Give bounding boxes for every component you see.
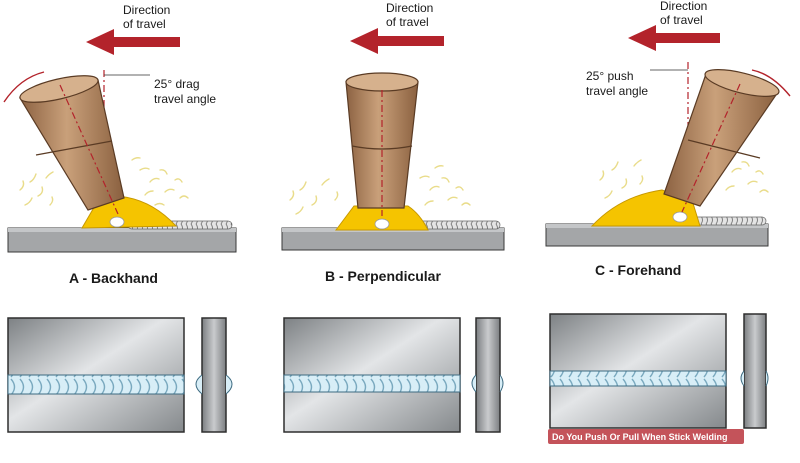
watermark: Do You Push Or Pull When Stick Welding: [548, 429, 744, 444]
angle-label-line1: 25° push: [586, 69, 634, 83]
plate-cross-section: [743, 313, 767, 429]
angle-label-line2: travel angle: [154, 92, 216, 106]
panel-backhand: Direction of travel 25° drag travel angl…: [3, 3, 237, 286]
spatter-icon: [19, 157, 189, 206]
spatter-icon: [599, 157, 769, 199]
watermark-text: Do You Push Or Pull When Stick Welding: [552, 432, 728, 442]
direction-label-line2: of travel: [123, 17, 166, 31]
direction-label-line1: Direction: [386, 1, 433, 15]
electrode: [663, 69, 780, 213]
direction-arrow-icon: [86, 29, 180, 55]
direction-arrow-icon: [628, 25, 720, 51]
panel-caption: C - Forehand: [595, 262, 681, 278]
watermark-backdrop: [548, 429, 744, 444]
electrode: [19, 75, 125, 215]
bead-profile-shallow: [195, 374, 233, 395]
plate-cross-section: [201, 317, 227, 433]
bead-profile-deep: [740, 370, 769, 387]
bead-top-view-c: [549, 313, 769, 429]
electrode: [345, 72, 419, 216]
panel-forehand: Direction of travel 25° push travel angl…: [545, 0, 791, 278]
spatter-icon: [289, 165, 471, 215]
bead-top-view-b: [283, 317, 504, 433]
direction-label-line2: of travel: [660, 13, 703, 27]
weld-pool: [672, 211, 688, 223]
weld-bead-medium: [283, 374, 461, 393]
direction-arrow-icon: [350, 28, 444, 54]
angle-arc-icon: [751, 69, 791, 97]
weld-pool: [109, 216, 125, 228]
panel-caption: A - Backhand: [69, 270, 158, 286]
bead-profile-medium: [471, 374, 504, 393]
panel-caption: B - Perpendicular: [325, 268, 441, 284]
angle-label-line1: 25° drag: [154, 77, 200, 91]
weld-bead-narrow: [549, 370, 727, 387]
weld-pool: [374, 218, 390, 230]
arc-flame: [335, 205, 429, 231]
direction-label-line1: Direction: [660, 0, 707, 13]
bead-top-view-a: [7, 317, 233, 433]
angle-label-line2: travel angle: [586, 84, 648, 98]
weld-bead-wide: [7, 374, 185, 395]
direction-label-line2: of travel: [386, 15, 429, 29]
angle-arc-icon: [3, 71, 45, 103]
plate-cross-section: [475, 317, 501, 433]
panel-perpendicular: Direction of travel B - Perpendicular: [281, 1, 505, 284]
plate-top-face: [8, 228, 236, 232]
direction-label-line1: Direction: [123, 3, 170, 17]
